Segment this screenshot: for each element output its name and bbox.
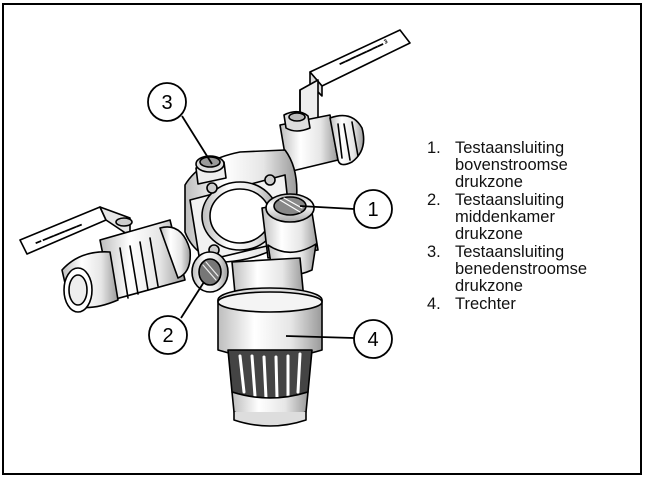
callout-label-2: 2 xyxy=(162,325,173,347)
legend-item-3: 3. Testaansluiting benedenstroomse drukz… xyxy=(425,244,645,295)
legend-list: 1. Testaansluiting bovenstroomse drukzon… xyxy=(425,140,645,314)
legend-item-2: 2. Testaansluiting middenkamer drukzone xyxy=(425,192,645,243)
legend-number: 1. xyxy=(427,139,441,157)
upper-lever-handle: ▬▬▬▬▬▬▬▬ 3 xyxy=(299,29,411,131)
legend-number: 2. xyxy=(427,191,441,209)
leader-3 xyxy=(181,115,213,165)
callout-circle-3: 3 xyxy=(147,82,187,122)
legend-item-4: 4. Trechter xyxy=(425,296,645,313)
funnel-trechter xyxy=(217,257,323,427)
legend-text: Testaansluiting bovenstroomse drukzone xyxy=(455,139,568,191)
left-ball-valve xyxy=(61,219,192,313)
left-lever-handle: ▬ ▬▬▬▬▬▬▬ xyxy=(19,206,133,255)
leader-4 xyxy=(285,335,355,339)
callout-label-4: 4 xyxy=(367,329,378,351)
test-port-2 xyxy=(191,251,229,293)
legend-text: Testaansluiting benedenstroomse drukzone xyxy=(455,243,588,295)
legend-text: Testaansluiting middenkamer drukzone xyxy=(455,191,565,243)
callout-circle-4: 4 xyxy=(353,319,393,359)
leader-1 xyxy=(299,205,355,210)
legend-text: Trechter xyxy=(455,295,516,313)
legend-number: 3. xyxy=(427,243,441,261)
callout-circle-1: 1 xyxy=(353,189,393,229)
legend-item-1: 1. Testaansluiting bovenstroomse drukzon… xyxy=(425,140,645,191)
callout-label-1: 1 xyxy=(367,199,378,221)
legend-number: 4. xyxy=(427,295,441,313)
callout-label-3: 3 xyxy=(161,92,172,114)
leader-2 xyxy=(180,281,205,319)
callout-circle-2: 2 xyxy=(148,315,188,355)
callout-leaders xyxy=(180,115,355,339)
